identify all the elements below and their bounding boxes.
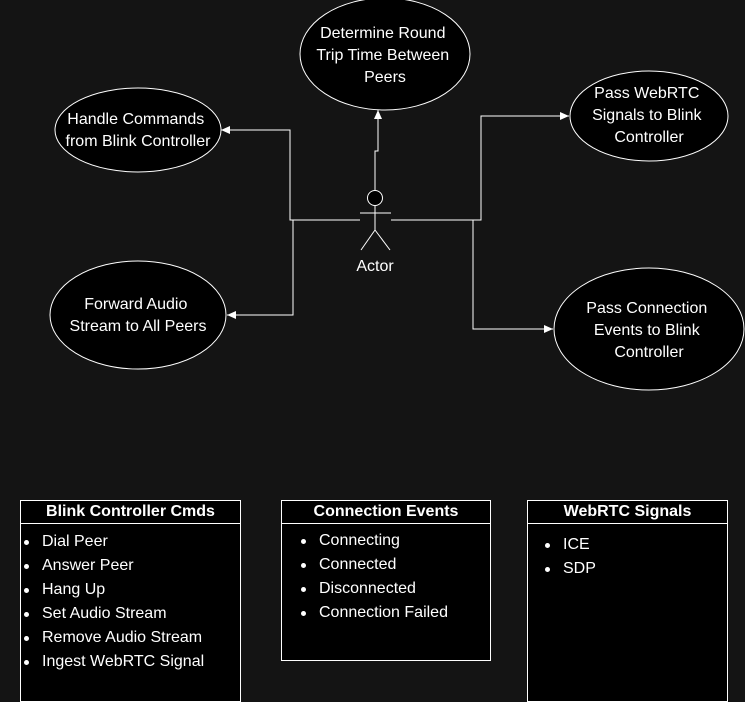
- use-case-forward-audio[interactable]: Forward Audio Stream to All Peers: [49, 260, 227, 370]
- connection-events-box[interactable]: Connection Events Connecting Connected D…: [281, 500, 491, 661]
- svg-text:Handle Commands from Bli: Handle Commands from Blink Controller: [66, 111, 212, 150]
- use-case-handle-commands[interactable]: Handle Commands from Blink Controller: [54, 87, 222, 173]
- use-case-label-line: Trip Time Between: [316, 47, 449, 64]
- svg-text:Forward Audio Stream to: Forward Audio Stream to All Peers: [70, 296, 207, 335]
- list-item: ICE: [545, 533, 727, 557]
- signal-list: ICE SDP: [528, 524, 727, 581]
- list-item: Connection Failed: [301, 601, 490, 625]
- edge-actor-to-pass-webrtc: [391, 112, 569, 221]
- list-item: Answer Peer: [24, 554, 240, 578]
- list-item: Connected: [301, 553, 490, 577]
- use-case-label-line: Peers: [364, 69, 406, 86]
- list-item: SDP: [545, 557, 727, 581]
- edge-actor-to-rtt: [374, 110, 382, 190]
- list-item: Disconnected: [301, 577, 490, 601]
- svg-text:Determine Round Trip Tim: Determine Round Trip Time Between Peers: [316, 25, 453, 86]
- actor-figure[interactable]: Actor: [356, 190, 394, 276]
- webrtc-signals-box[interactable]: WebRTC Signals ICE SDP: [527, 500, 728, 702]
- actor-right-leg: [374, 229, 391, 251]
- use-case-label-line: Controller: [614, 344, 684, 361]
- actor-head: [367, 190, 383, 206]
- command-list: Dial Peer Answer Peer Hang Up Set Audio …: [21, 524, 240, 674]
- box-title: Connection Events: [282, 501, 490, 524]
- svg-text:Pass WebRTC Signals to B: Pass WebRTC Signals to Blink Controller: [592, 85, 706, 146]
- use-case-label-line: from Blink Controller: [66, 133, 212, 150]
- actor-label: Actor: [356, 258, 394, 275]
- use-case-label-line: Determine Round: [320, 25, 445, 42]
- list-item: Dial Peer: [24, 530, 240, 554]
- list-item: Set Audio Stream: [24, 602, 240, 626]
- edge-actor-to-forward-audio: [227, 219, 360, 319]
- use-case-label-line: Signals to Blink: [592, 107, 702, 124]
- list-item: Hang Up: [24, 578, 240, 602]
- edge-actor-to-pass-connection-events: [391, 219, 553, 333]
- event-list: Connecting Connected Disconnected Connec…: [282, 524, 490, 625]
- use-case-determine-rtt[interactable]: Determine Round Trip Time Between Peers: [299, 0, 471, 111]
- use-case-label-line: Pass Connection: [586, 300, 707, 317]
- use-case-label-line: Controller: [614, 129, 684, 146]
- use-case-label-line: Stream to All Peers: [70, 318, 207, 335]
- actor-left-leg: [360, 229, 376, 251]
- list-item: Connecting: [301, 529, 490, 553]
- box-title: Blink Controller Cmds: [21, 501, 240, 524]
- use-case-label-line: Events to Blink: [594, 322, 701, 339]
- blink-controller-cmds-box[interactable]: Blink Controller Cmds Dial Peer Answer P…: [20, 500, 241, 702]
- list-item: Ingest WebRTC Signal: [24, 650, 240, 674]
- use-case-label-line: Pass WebRTC: [594, 85, 699, 102]
- use-case-label-line: Handle Commands: [67, 111, 204, 128]
- edge-actor-to-handle-commands: [221, 126, 360, 221]
- use-case-label-line: Forward Audio: [84, 296, 187, 313]
- use-case-pass-connection-events[interactable]: Pass Connection Events to Blink Controll…: [553, 267, 745, 391]
- use-case-pass-webrtc-signals[interactable]: Pass WebRTC Signals to Blink Controller: [569, 70, 729, 162]
- svg-text:Pass Connection Events t: Pass Connection Events to Blink Controll…: [586, 300, 711, 361]
- list-item: Remove Audio Stream: [24, 626, 240, 650]
- box-title: WebRTC Signals: [528, 501, 727, 524]
